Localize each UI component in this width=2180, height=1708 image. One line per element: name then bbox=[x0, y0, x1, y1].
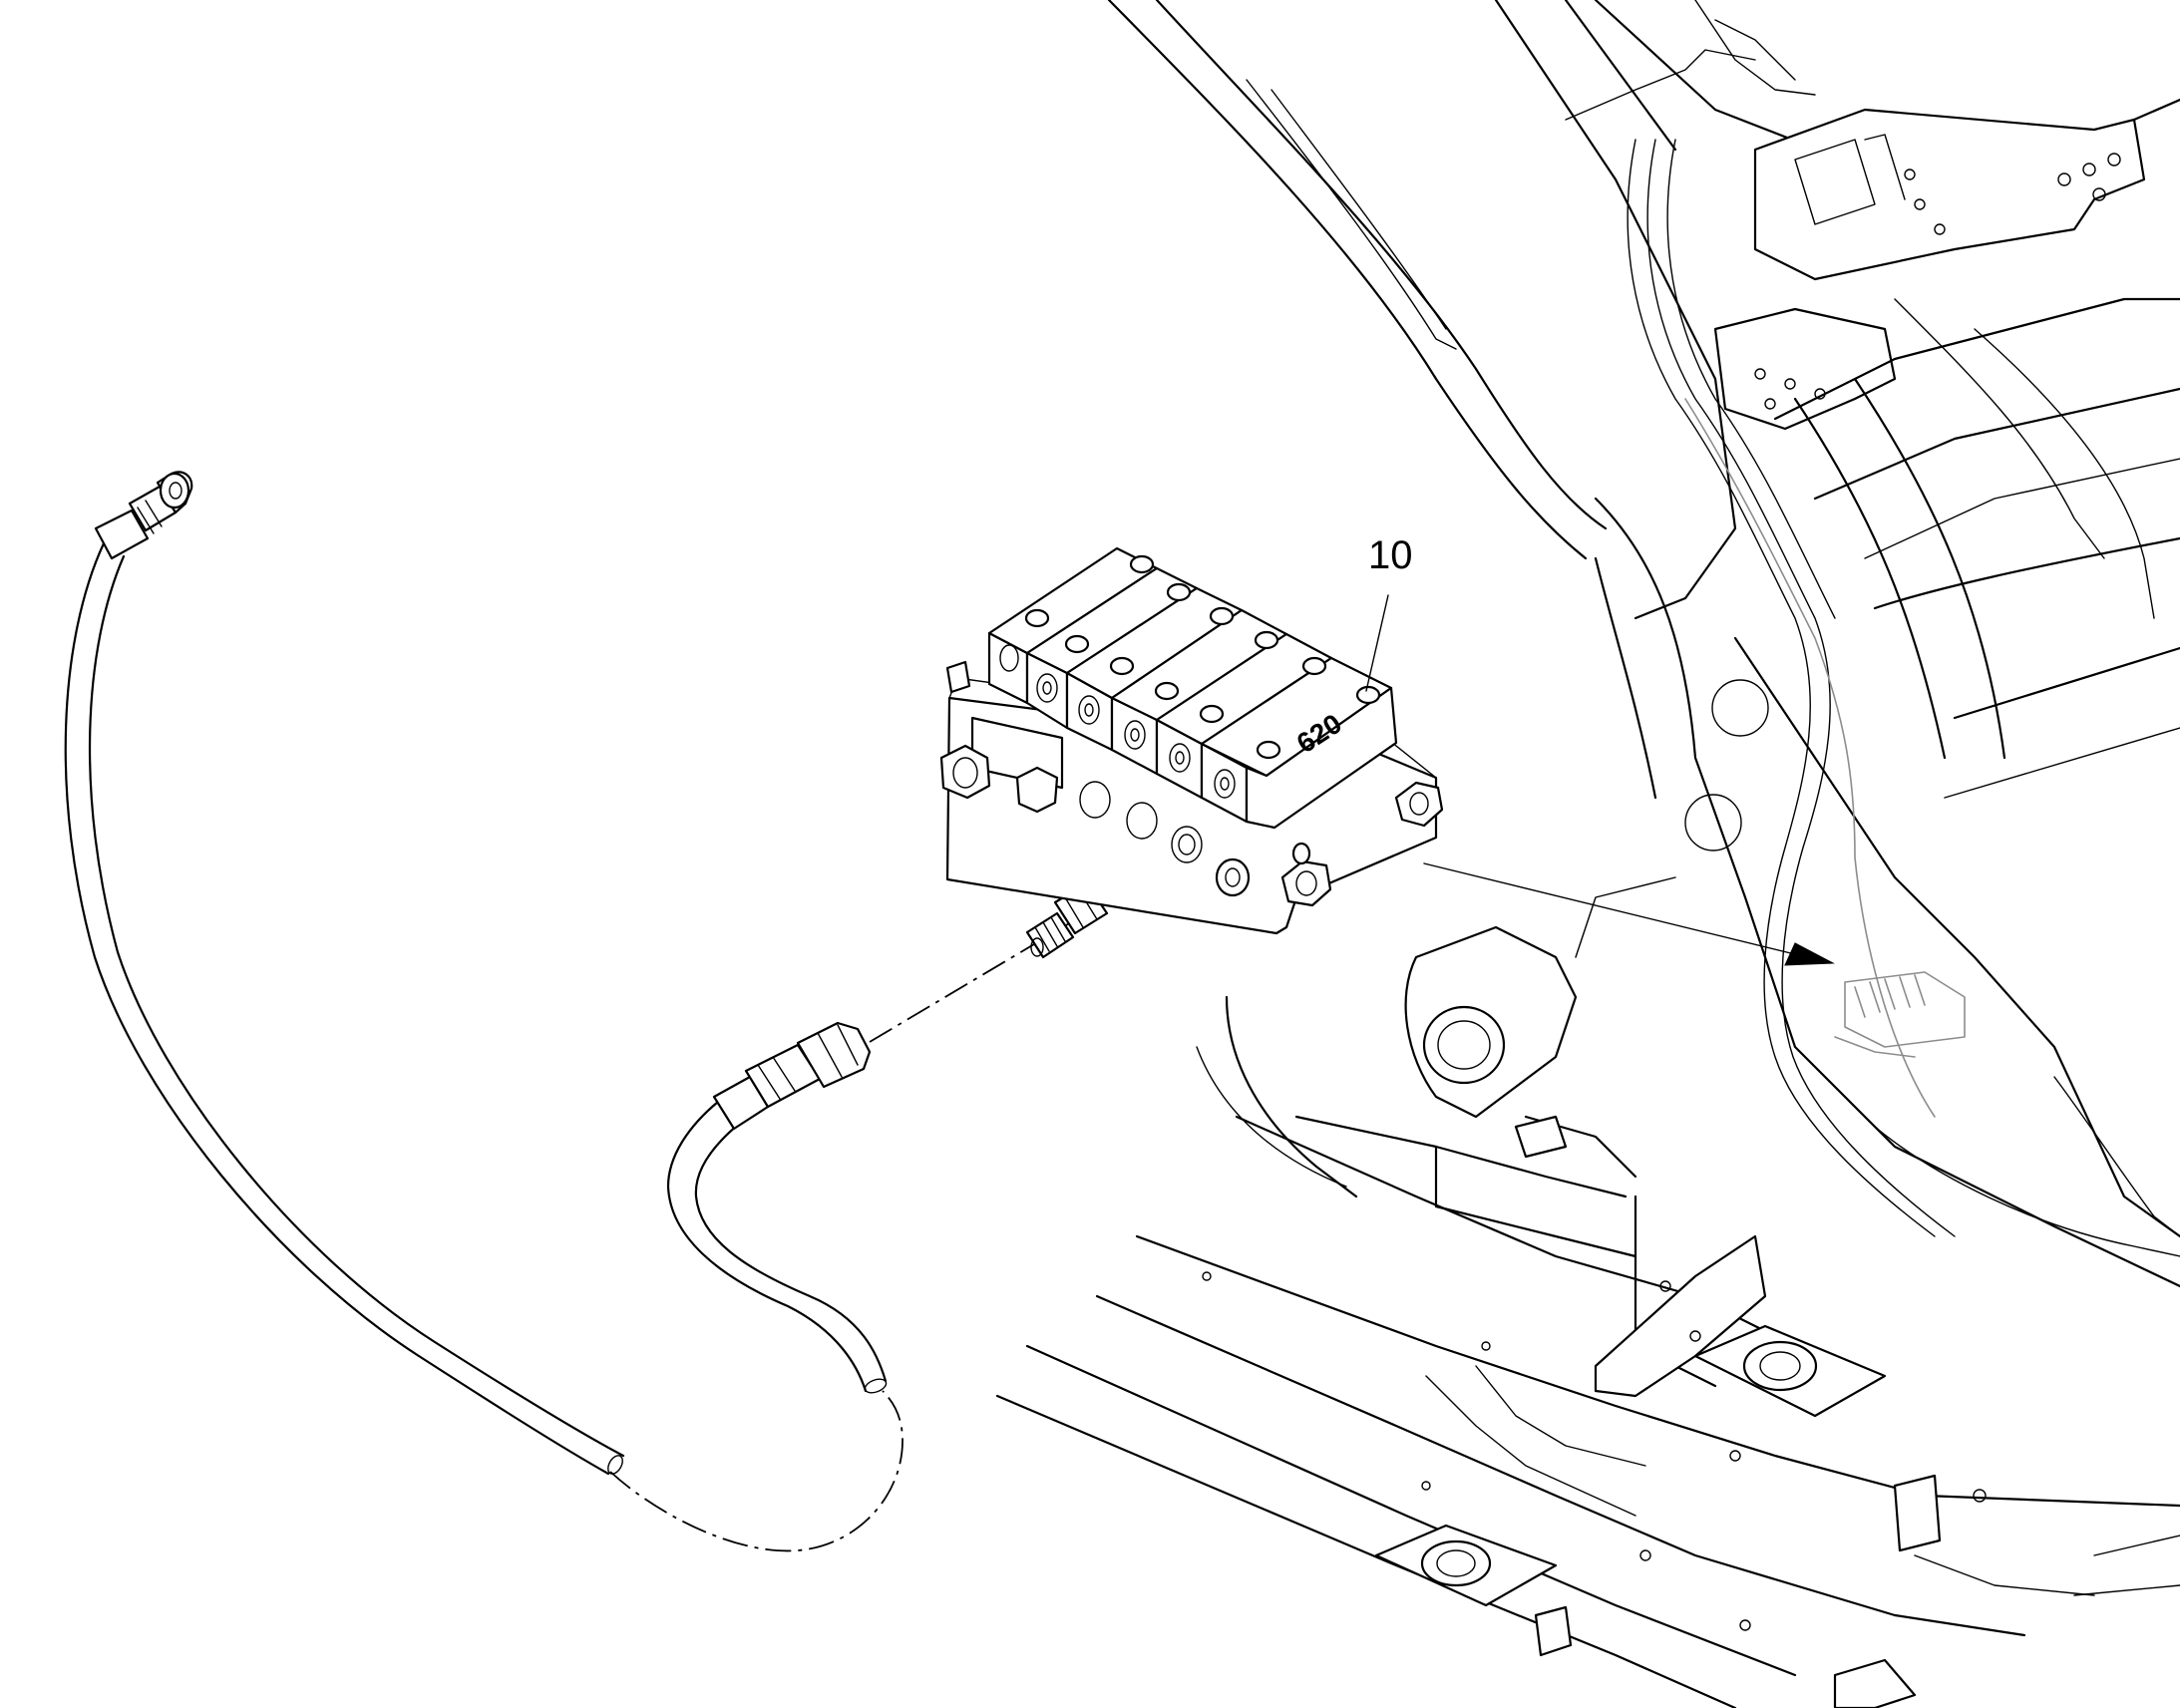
distributor-location-icon bbox=[1834, 971, 1966, 1058]
location-arrow bbox=[1423, 862, 1835, 966]
hose-continuation-line bbox=[609, 1390, 904, 1552]
long-hose bbox=[64, 471, 625, 1476]
callout-number: 10 bbox=[1368, 533, 1413, 577]
machine-frame bbox=[995, 0, 2180, 1708]
swivel-fitting bbox=[712, 1021, 872, 1131]
short-hose bbox=[666, 1021, 888, 1394]
distributor-block: 620 bbox=[939, 546, 1444, 935]
valve-section-stack bbox=[987, 546, 1398, 830]
callout-10: 10 bbox=[1365, 533, 1413, 692]
hose-end-fitting bbox=[94, 471, 193, 560]
